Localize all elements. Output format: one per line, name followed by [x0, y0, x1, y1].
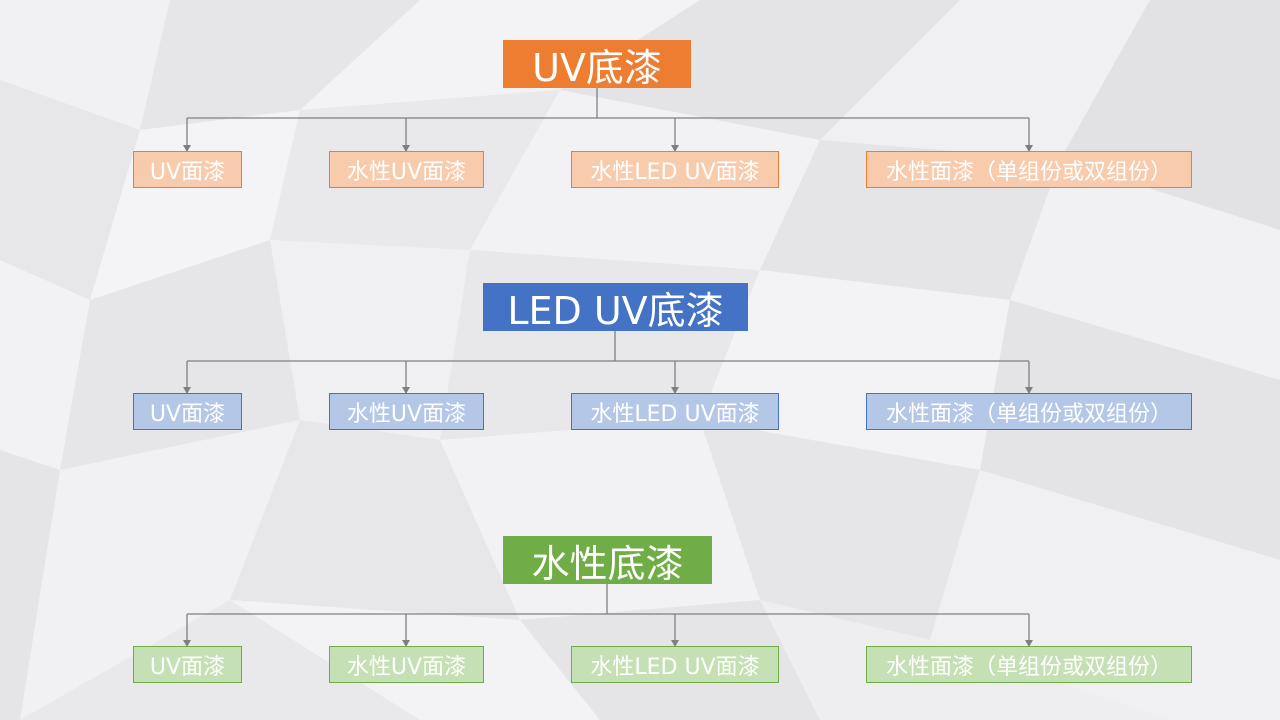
waterborne-topcoat-node: 水性面漆（单组份或双组份） [866, 646, 1192, 683]
led-uv-primer-root-node: LED UV底漆 [483, 283, 748, 333]
waterborne-led-uv-topcoat-node: 水性LED UV面漆 [571, 393, 779, 430]
uv-topcoat-node: UV面漆 [133, 646, 242, 683]
waterborne-uv-topcoat-node: 水性UV面漆 [329, 393, 484, 430]
uv-topcoat-node: UV面漆 [133, 393, 242, 430]
waterborne-led-uv-topcoat-node: 水性LED UV面漆 [571, 151, 779, 188]
waterborne-uv-topcoat-node: 水性UV面漆 [329, 151, 484, 188]
waterborne-primer-root-node: 水性底漆 [503, 536, 712, 586]
waterborne-uv-topcoat-node: 水性UV面漆 [329, 646, 484, 683]
waterborne-topcoat-node: 水性面漆（单组份或双组份） [866, 393, 1192, 430]
waterborne-led-uv-topcoat-node: 水性LED UV面漆 [571, 646, 779, 683]
uv-primer-root-node: UV底漆 [503, 40, 691, 90]
waterborne-topcoat-node: 水性面漆（单组份或双组份） [866, 151, 1192, 188]
uv-topcoat-node: UV面漆 [133, 151, 242, 188]
